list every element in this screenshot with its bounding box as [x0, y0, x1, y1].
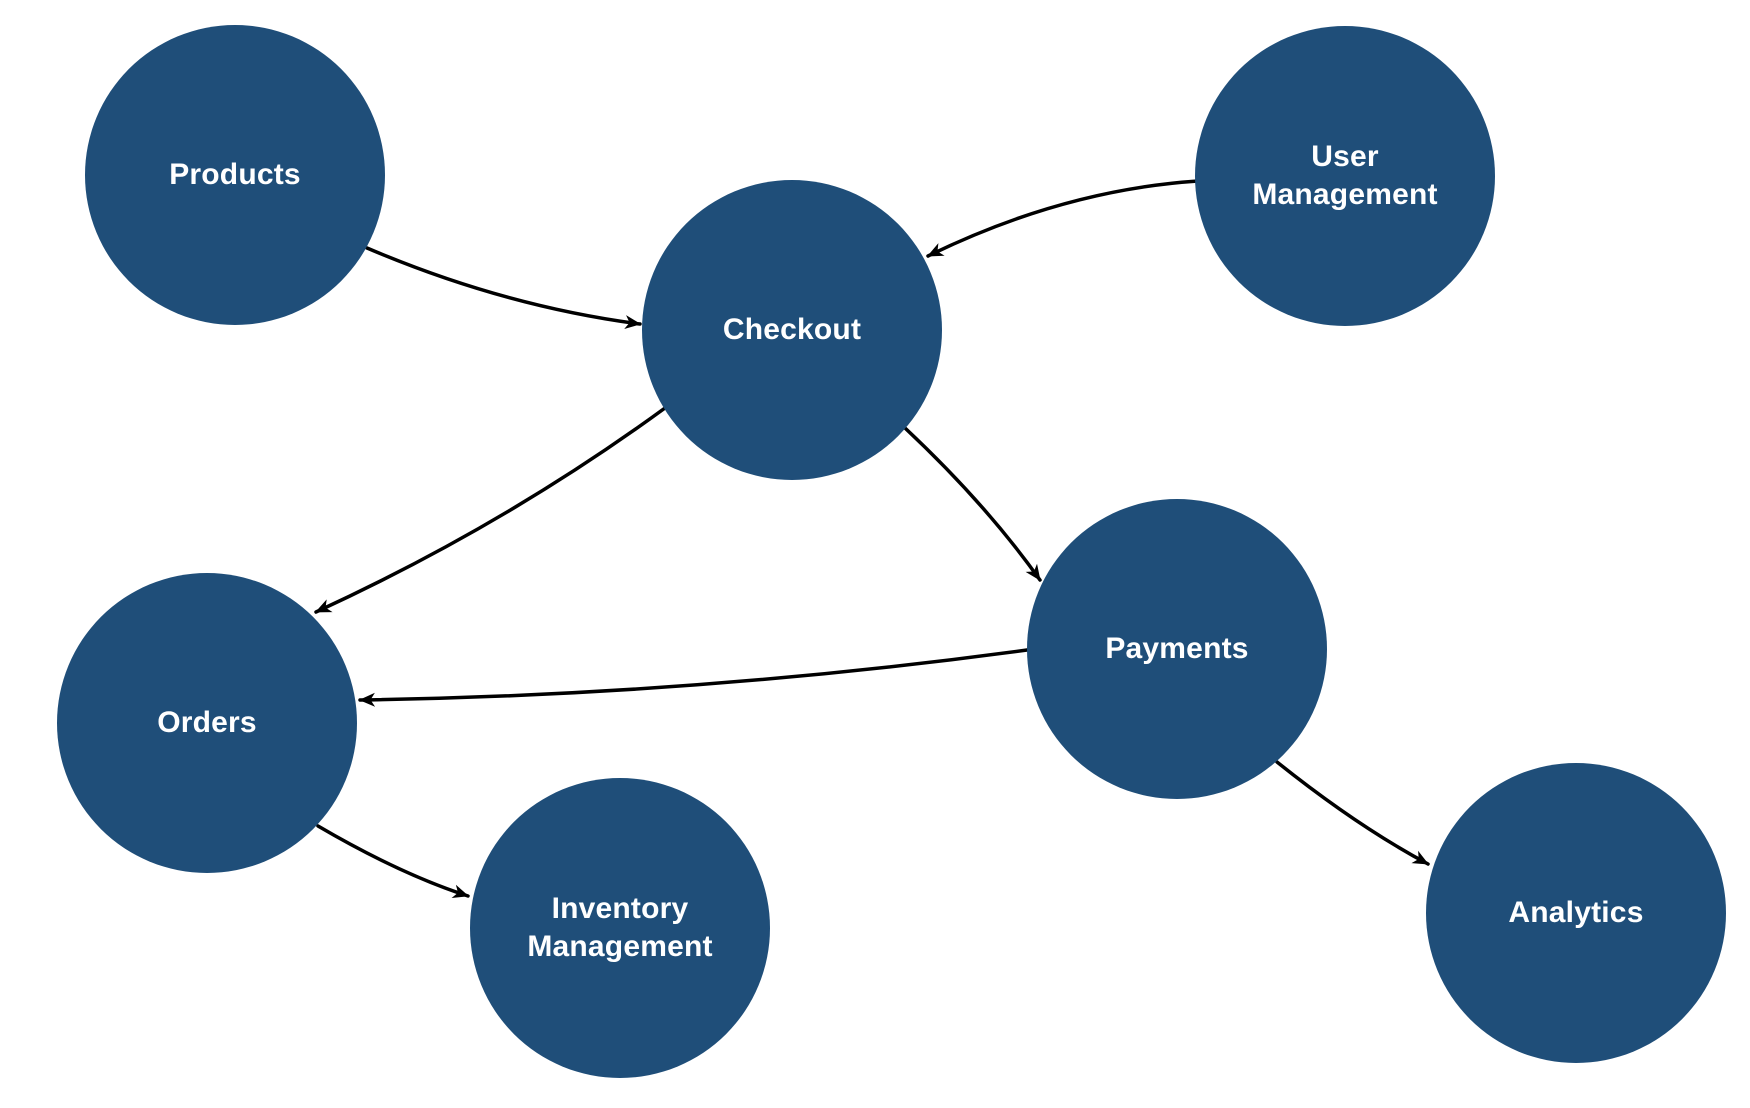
edge-checkout-payments: [903, 426, 1042, 582]
node-analytics-label: Analytics: [1508, 896, 1644, 929]
node-products[interactable]: Products: [85, 25, 385, 325]
node-inventory-management-label: Inventory Management: [527, 892, 713, 963]
node-analytics[interactable]: Analytics: [1426, 763, 1726, 1063]
edge-products-checkout: [365, 246, 642, 329]
node-checkout-label: Checkout: [722, 313, 862, 346]
node-payments-label: Payments: [1105, 632, 1249, 665]
node-checkout[interactable]: Checkout: [642, 180, 942, 480]
edge-payments-analytics: [1275, 760, 1430, 866]
node-inventory-management[interactable]: Inventory Management: [470, 778, 770, 1078]
node-user-management[interactable]: User Management: [1195, 26, 1495, 326]
edge-checkout-orders: [314, 406, 667, 614]
node-payments[interactable]: Payments: [1027, 499, 1327, 799]
node-user-management-label: User Management: [1252, 140, 1438, 211]
edge-payments-orders: [358, 648, 1029, 707]
node-orders-label: Orders: [157, 706, 257, 739]
edge-user-management-checkout: [926, 179, 1200, 258]
node-products-label: Products: [169, 158, 301, 191]
edge-orders-inventory-management: [316, 824, 470, 899]
edges-group: [314, 179, 1430, 899]
node-orders[interactable]: Orders: [57, 573, 357, 873]
